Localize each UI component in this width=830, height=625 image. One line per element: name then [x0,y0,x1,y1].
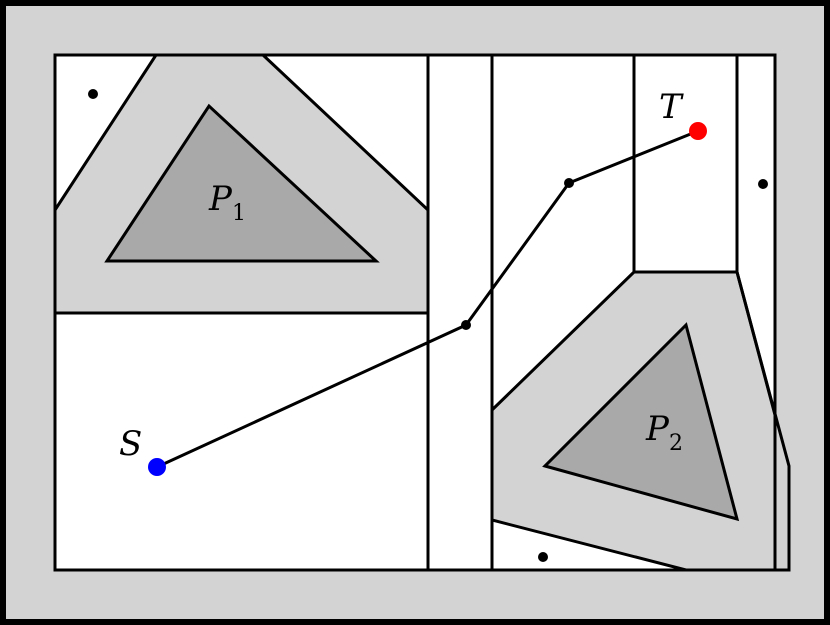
obstacle-p1-label: P [208,179,233,219]
obstacle-p1 [104,103,380,263]
path-node [564,178,574,188]
roadmap-node [758,179,768,189]
target-point [689,122,707,140]
cell-boundary-5 [735,271,777,416]
obstacle-p2-subscript: 2 [669,431,683,456]
start-point [148,458,166,476]
path-node [461,320,471,330]
obstacle-p2-label: P [645,409,670,449]
path [156,129,699,469]
obstacle-p1-subscript: 1 [232,201,246,226]
roadmap-node [538,552,548,562]
start-label: S [119,424,142,464]
target-label: T [659,87,684,127]
obstacle-p2 [542,322,740,522]
roadmap-node [88,89,98,99]
